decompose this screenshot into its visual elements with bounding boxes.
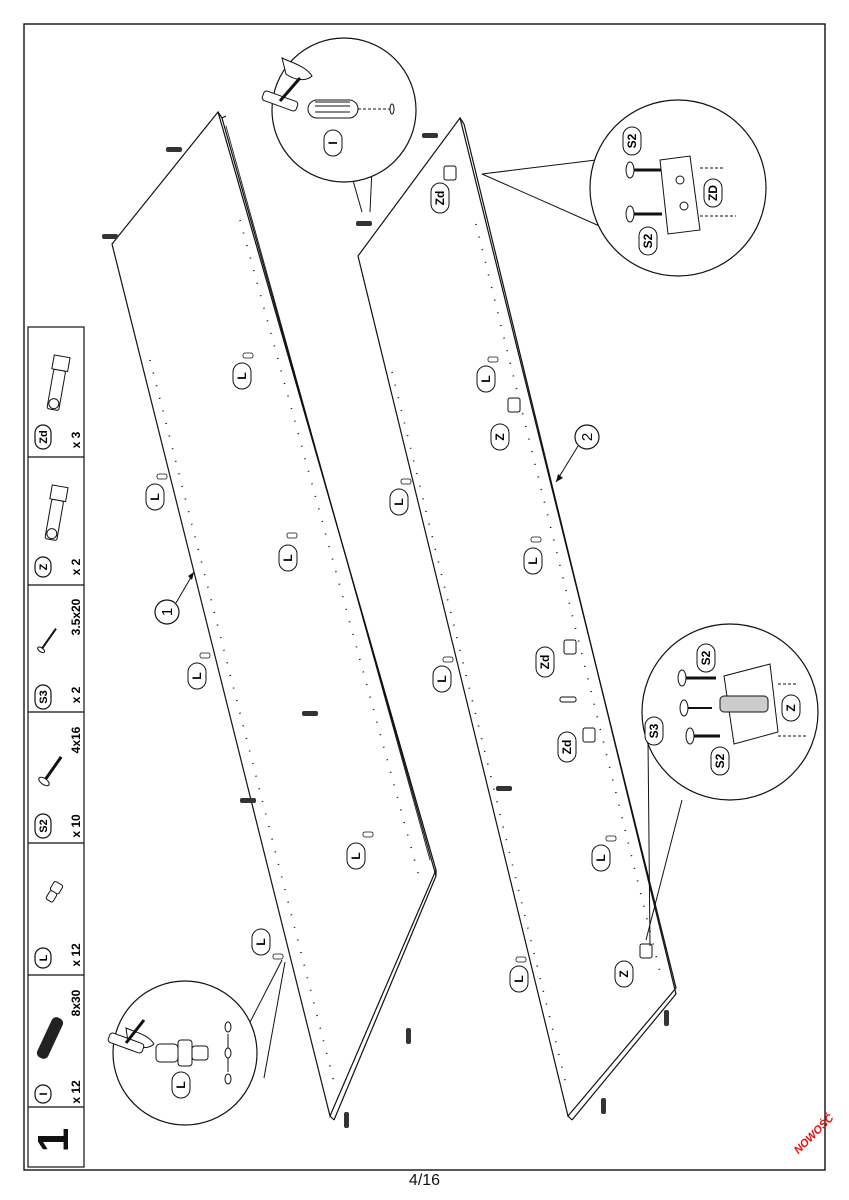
dowel — [102, 147, 411, 1128]
svg-text:S2: S2 — [641, 233, 655, 248]
svg-text:L: L — [281, 554, 295, 561]
svg-text:S3: S3 — [647, 723, 661, 738]
svg-text:L: L — [479, 375, 493, 382]
svg-text:L: L — [349, 852, 363, 859]
shelf-pin — [400, 356, 617, 963]
svg-text:Z: Z — [617, 970, 631, 977]
label-L: L L L L L L — [145, 362, 366, 956]
hinge-icon — [44, 484, 69, 541]
shelf-pin-icon — [45, 881, 64, 903]
panel-number-2: 2 — [555, 424, 600, 483]
svg-text:L: L — [392, 498, 406, 505]
hinge-plate — [443, 165, 653, 959]
part-code: L — [38, 954, 50, 961]
dowel-icon — [36, 1017, 64, 1059]
screw-icon — [677, 669, 720, 745]
svg-text:S2: S2 — [699, 650, 713, 665]
dowel — [356, 133, 669, 1114]
part-qty: x 12 — [69, 943, 83, 967]
svg-text:2: 2 — [579, 433, 596, 441]
part-size: 8x30 — [69, 989, 83, 1016]
dowel-icon — [307, 99, 395, 119]
part-entry-I: I x 12 8x30 — [34, 989, 83, 1104]
label-L: L L L L L L — [389, 365, 611, 993]
svg-text:I: I — [326, 141, 340, 144]
screw-icon — [37, 627, 57, 654]
svg-text:L: L — [512, 975, 526, 982]
shelf-pin-icon — [155, 1021, 232, 1085]
hammer-icon — [107, 1019, 155, 1054]
svg-text:L: L — [526, 557, 540, 564]
part-size: 4x16 — [69, 726, 83, 753]
detail-dowel-insertion: I — [261, 37, 417, 213]
part-code: Z — [38, 563, 50, 570]
hinge-plate-icon — [719, 663, 806, 745]
part-qty: x 2 — [69, 686, 83, 703]
svg-text:S2: S2 — [713, 753, 727, 768]
svg-text:L: L — [190, 672, 204, 679]
label-Z: Z Z — [490, 423, 634, 988]
hinge-icon — [46, 354, 71, 411]
svg-text:S2: S2 — [625, 133, 639, 148]
page-number: 4/16 — [408, 1172, 441, 1189]
part-code: Zd — [38, 430, 50, 443]
svg-text:1: 1 — [159, 608, 176, 616]
svg-text:1: 1 — [29, 1128, 78, 1152]
svg-text:Z: Z — [784, 704, 798, 711]
svg-text:ZD: ZD — [706, 185, 720, 201]
panel-number-1: 1 — [154, 571, 195, 625]
svg-text:Z: Z — [493, 433, 507, 440]
part-entry-S3: S3 x 2 3.5x20 — [34, 598, 83, 710]
part-size: 3.5x20 — [69, 598, 83, 635]
part-code: S2 — [38, 819, 50, 832]
part-qty: x 12 — [69, 1080, 83, 1104]
label-Zd: Zd Zd Zd — [430, 182, 577, 763]
part-qty: x 2 — [69, 558, 83, 575]
svg-text:L: L — [594, 854, 608, 861]
hammer-icon — [261, 57, 313, 112]
part-qty: x 3 — [69, 431, 83, 448]
part-entry-L: L x 12 — [34, 881, 83, 969]
shelf-pin — [156, 352, 374, 960]
part-entry-Zd: Zd x 3 — [34, 354, 83, 450]
svg-text:L: L — [148, 493, 162, 500]
svg-text:Zd: Zd — [433, 191, 447, 206]
screw-icon — [625, 161, 662, 223]
step-number: 1 — [29, 1128, 78, 1152]
detail-hinge-z: S2 S3 S2 Z — [641, 623, 819, 947]
parts-list — [27, 326, 85, 1168]
screw-icon — [38, 756, 63, 787]
hinge-plate-icon — [659, 155, 736, 235]
svg-text:L: L — [254, 938, 268, 945]
part-entry-S2: S2 x 10 4x16 — [34, 726, 83, 839]
svg-text:L: L — [435, 675, 449, 682]
svg-text:L: L — [174, 1081, 188, 1088]
part-qty: x 10 — [69, 814, 83, 838]
detail-hinge-plate-zd: S2 S2 ZD — [481, 99, 767, 277]
svg-text:Zd: Zd — [560, 740, 574, 755]
detail-shelf-pin: L — [107, 959, 286, 1126]
part-code: I — [38, 1092, 50, 1095]
part-entry-Z: Z x 2 — [34, 484, 83, 578]
svg-text:L: L — [235, 372, 249, 379]
svg-text:Zd: Zd — [538, 655, 552, 670]
part-code: S3 — [38, 690, 50, 703]
page-frame — [23, 23, 826, 1171]
